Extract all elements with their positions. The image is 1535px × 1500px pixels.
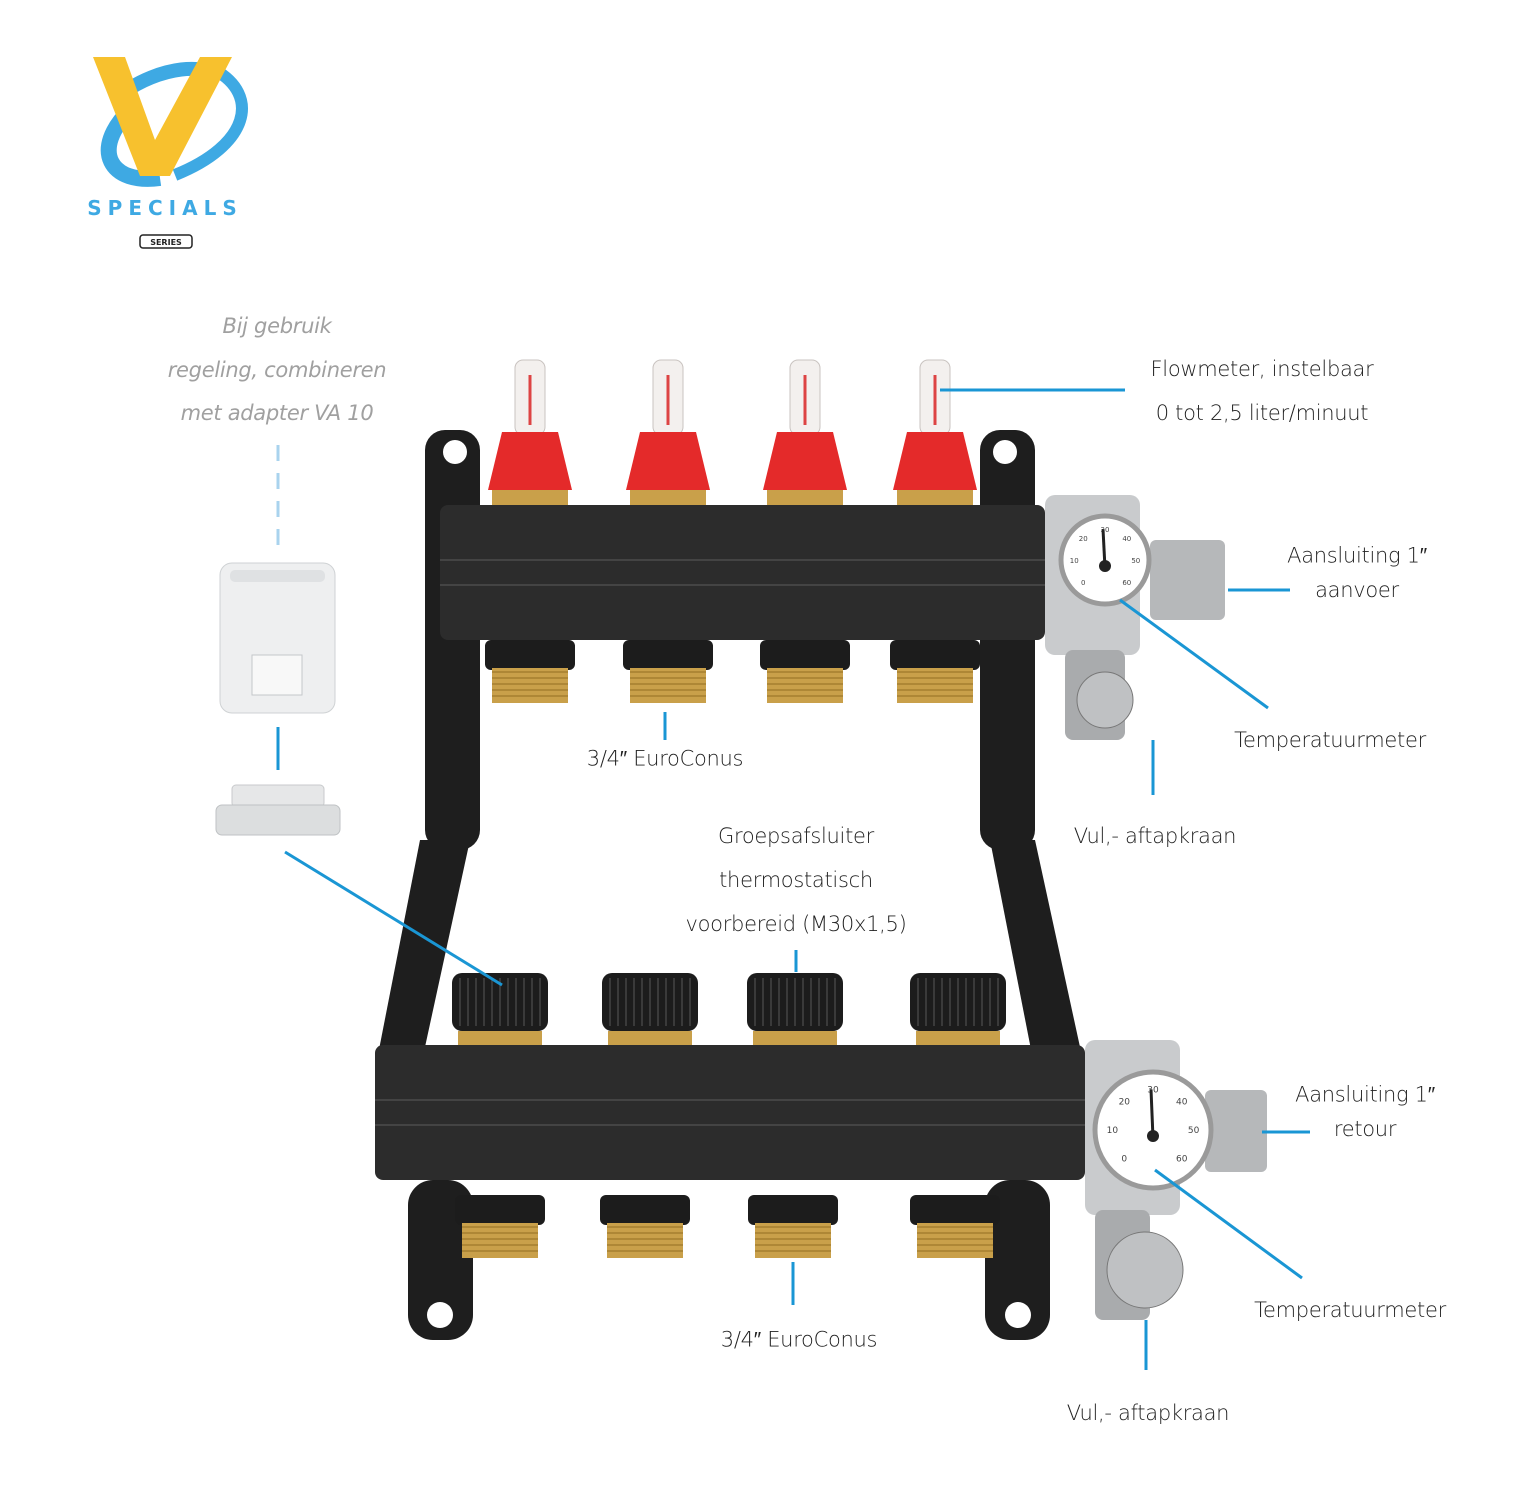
- temperature-gauge: 0 10 20 30 40 50 60: [1092, 1069, 1214, 1191]
- supply-manifold-bar: [440, 505, 1045, 640]
- drain-valve-top-label: Vul,- aftapkraan: [1073, 824, 1237, 848]
- flowmeter-label: Flowmeter, instelbaar: [1150, 357, 1374, 381]
- return-connection-sub: retour: [1333, 1117, 1397, 1141]
- gauge-scale-label: 50: [1131, 557, 1140, 565]
- gauge-scale-label: 60: [1176, 1155, 1188, 1165]
- gauge-scale-label: 60: [1122, 579, 1131, 587]
- flowmeter: [626, 359, 710, 505]
- euroconus-connector: [485, 640, 575, 703]
- note-line-1: Bij gebruik: [222, 314, 332, 338]
- note-line-2: regeling, combineren: [167, 358, 387, 382]
- gauge-scale-label: 50: [1188, 1126, 1200, 1136]
- group-valve-label-2: thermostatisch: [719, 868, 873, 892]
- gauge-scale-label: 40: [1122, 535, 1131, 543]
- return-manifold-bar: [375, 1045, 1085, 1180]
- gauge-scale-label: 10: [1070, 557, 1079, 565]
- group-valve-label-3: voorbereid (M30x1,5): [685, 912, 907, 936]
- temperature-gauge: 0 10 20 30 40 50 60: [1058, 513, 1152, 607]
- leader-lines: [276, 388, 1310, 1370]
- valve-cap: [602, 973, 698, 1045]
- return-connection-label: Aansluiting 1″: [1295, 1082, 1435, 1107]
- adapter-ring: [215, 784, 341, 836]
- gauge-scale-label: 10: [1107, 1126, 1119, 1136]
- flowmeter: [763, 359, 847, 505]
- euroconus-top-label: 3/4″ EuroConus: [586, 746, 744, 771]
- gauge-scale-label: 40: [1176, 1097, 1188, 1107]
- logo: SPECIALS SERIES: [87, 57, 248, 249]
- logo-brand-text: SPECIALS: [87, 196, 242, 220]
- flowmeter: [488, 359, 572, 505]
- valve-cap: [910, 973, 1006, 1045]
- supply-connection-label: Aansluiting 1″: [1287, 543, 1427, 568]
- drain-valve-bottom-label: Vul,- aftapkraan: [1066, 1401, 1230, 1425]
- euroconus-bottom-label: 3/4″ EuroConus: [720, 1327, 878, 1352]
- euroconus-connector: [760, 640, 850, 703]
- supply-connection-sub: aanvoer: [1315, 578, 1399, 602]
- temp-meter-top-label: Temperatuurmeter: [1234, 728, 1426, 752]
- note-line-3: met adapter VA 10: [180, 401, 374, 425]
- euroconus-connector: [623, 640, 713, 703]
- euroconus-connector: [910, 1195, 1000, 1258]
- valve-cap: [452, 973, 548, 1045]
- group-valve-label: Groepsafsluiter: [718, 824, 874, 848]
- euroconus-connector: [748, 1195, 838, 1258]
- gauge-scale-label: 0: [1121, 1155, 1127, 1165]
- flowmeter: [893, 359, 977, 505]
- euroconus-connector: [455, 1195, 545, 1258]
- gauge-scale-label: 20: [1119, 1097, 1131, 1107]
- gauge-scale-label: 0: [1081, 579, 1085, 587]
- valve-cap: [747, 973, 843, 1045]
- gauge-scale-label: 20: [1079, 535, 1088, 543]
- temp-meter-bottom-label: Temperatuurmeter: [1254, 1298, 1446, 1322]
- euroconus-connector: [890, 640, 980, 703]
- gauge-scale-label: 30: [1101, 526, 1110, 534]
- gauge-scale-label: 30: [1147, 1085, 1159, 1095]
- logo-series-text: SERIES: [150, 238, 182, 247]
- actuator: [219, 562, 336, 714]
- flowmeter-range-label: 0 tot 2,5 liter/minuut: [1155, 401, 1369, 425]
- euroconus-connector: [600, 1195, 690, 1258]
